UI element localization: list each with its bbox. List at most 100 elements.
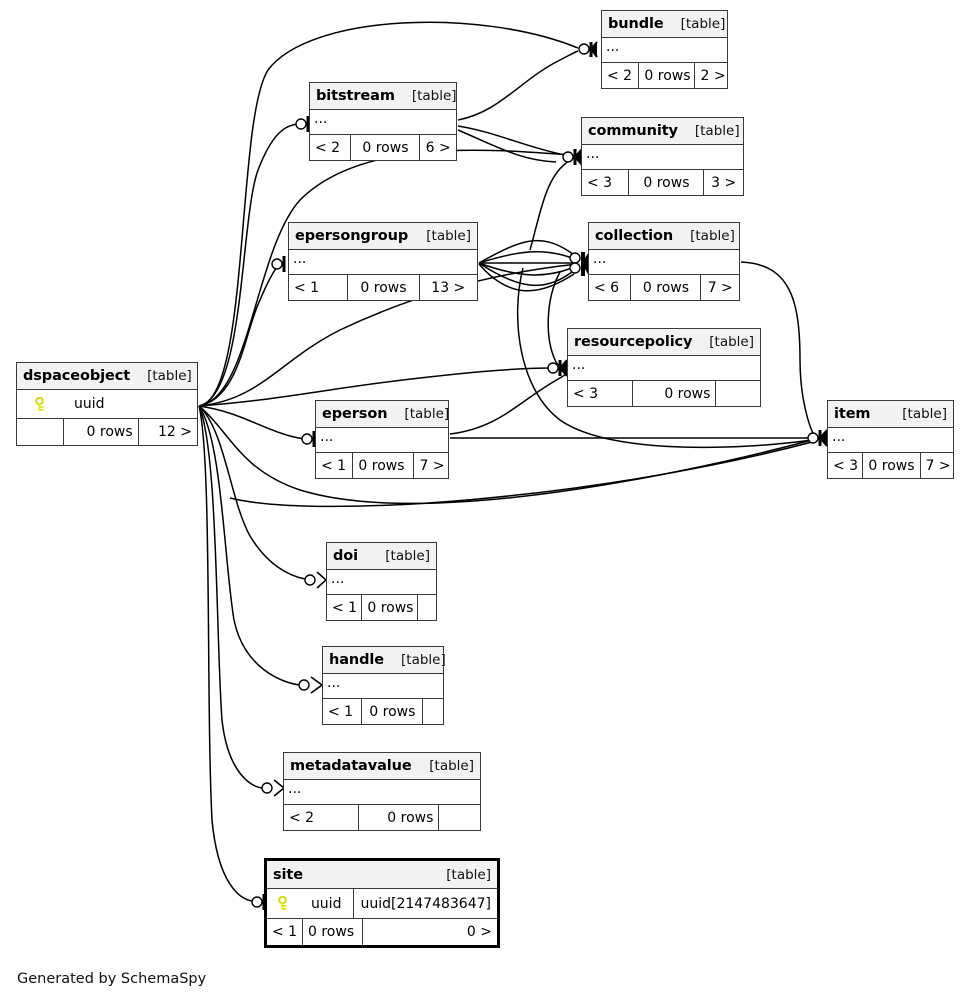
edge-dspaceobject-epersongroup xyxy=(198,263,281,407)
table-header-epersongroup: epersongroup [table] xyxy=(289,223,477,250)
table-type-tag-epersongroup: [table] xyxy=(426,228,471,244)
edge-epersongroup-collection-4 xyxy=(478,262,573,276)
table-header-bitstream: bitstream [table] xyxy=(310,83,457,110)
footer-cell-item-2: 7 > xyxy=(925,457,951,474)
edge-bitstream-collection xyxy=(457,129,557,163)
table-body-eperson: ... xyxy=(316,428,448,453)
footer-cell-site-0: < 1 xyxy=(267,919,303,945)
table-name-bitstream: bitstream xyxy=(316,88,395,104)
footer-cell-epersongroup-1: 0 rows xyxy=(348,275,420,300)
table-type-tag-eperson: [table] xyxy=(404,406,450,422)
table-type-tag-community: [table] xyxy=(694,123,740,139)
table-name-epersongroup: epersongroup xyxy=(295,228,409,244)
collapsed-columns-ellipsis-item: ... xyxy=(832,429,846,445)
edge-dspaceobject-bundle xyxy=(198,21,579,407)
footer-cell-item-1: 0 rows xyxy=(863,453,921,478)
footer-cell-bitstream-0: < 2 xyxy=(310,135,352,160)
footer-cell-eperson-2: 7 > xyxy=(419,457,445,474)
edge-collection-resourcepolicy xyxy=(547,271,563,369)
generated-by-note: Generated by SchemaSpy xyxy=(17,971,207,987)
footer-cell-doi-0: < 1 xyxy=(327,595,363,620)
table-body-handle: ... xyxy=(323,674,443,699)
footer-cell-bundle-0: < 2 xyxy=(602,63,640,88)
edge-dspaceobject-handle xyxy=(198,405,301,686)
table-header-community: community[table] xyxy=(582,118,743,145)
table-name-eperson: eperson xyxy=(322,406,388,422)
collapsed-columns-ellipsis-eperson: ... xyxy=(320,429,334,445)
table-name-collection: collection xyxy=(595,228,674,244)
footer-cell-community-1: 0 rows xyxy=(629,170,705,195)
table-header-doi: doi [table] xyxy=(327,543,436,570)
table-type-tag-site: [table] xyxy=(446,866,491,883)
edge-dspaceobject-site xyxy=(198,405,253,902)
table-body-doi: ... xyxy=(327,570,436,595)
collapsed-columns-ellipsis-doi: ... xyxy=(331,571,345,587)
table-name-item: item xyxy=(834,406,871,422)
footer-cell-resourcepolicy-0: < 3 xyxy=(568,381,634,406)
edge-dspaceobject-metadatavalue xyxy=(198,405,263,789)
table-type-tag-resourcepolicy: [table] xyxy=(709,334,754,350)
table-body-bitstream: ... xyxy=(310,110,456,135)
table-type-tag-collection: [table] xyxy=(690,228,735,244)
edge-dspaceobject-doi xyxy=(198,405,306,580)
collapsed-columns-ellipsis-bitstream: ... xyxy=(314,111,328,127)
table-header-handle: handle[table] xyxy=(323,647,446,674)
collapsed-columns-ellipsis-bundle: ... xyxy=(606,39,620,55)
table-header-dspaceobject: dspaceobject[table] xyxy=(17,363,197,390)
footer-cell-bundle-2: 2 > xyxy=(700,67,726,84)
footer-cell-metadatavalue-1: 0 rows xyxy=(359,805,440,830)
footer-cell-handle-0: < 1 xyxy=(323,699,363,724)
footer-cell-doi-2 xyxy=(418,595,436,620)
footer-cell-handle-2 xyxy=(423,699,443,724)
table-body-dspaceobject: uuid xyxy=(17,390,197,419)
table-type-tag-bitstream: [table] xyxy=(411,88,457,104)
edge-epersongroup-collection-6 xyxy=(478,263,575,292)
footer-cell-bitstream-2: 6 > xyxy=(425,139,451,156)
column-datatype-site: uuid[2147483647] xyxy=(353,889,497,918)
footer-cell-doi-1: 0 rows xyxy=(362,595,419,620)
table-header-item: item[table] xyxy=(828,401,953,428)
footer-cell-metadatavalue-0: < 2 xyxy=(284,805,360,830)
collapsed-columns-ellipsis-resourcepolicy: ... xyxy=(572,357,586,373)
edge-epersongroup-collection-5 xyxy=(478,262,573,287)
footer-cell-community-2: 3 > xyxy=(711,174,737,191)
collapsed-columns-ellipsis-epersongroup: ... xyxy=(293,251,307,267)
table-body-bundle: ... xyxy=(602,38,727,63)
footer-cell-dspaceobject-1: 0 rows xyxy=(64,419,139,445)
footer-cell-epersongroup-0: < 1 xyxy=(289,275,349,300)
footer-cell-handle-1: 0 rows xyxy=(362,699,424,724)
footer-cell-metadatavalue-2 xyxy=(439,805,480,830)
footer-cell-dspaceobject-0 xyxy=(17,419,65,445)
edge-dspaceobject-eperson xyxy=(198,405,307,440)
table-type-tag-doi: [table] xyxy=(385,548,430,564)
footer-cell-site-2: 0 > xyxy=(466,924,492,940)
table-type-tag-dspaceobject: [table] xyxy=(147,368,192,384)
collapsed-columns-ellipsis-metadatavalue: ... xyxy=(288,781,302,797)
table-header-metadatavalue: metadatavalue[table] xyxy=(284,753,480,780)
footer-cell-site-1: 0 rows xyxy=(303,919,363,945)
table-name-doi: doi xyxy=(333,548,359,564)
footer-cell-item-0: < 3 xyxy=(828,453,864,478)
footer-cell-bitstream-1: 0 rows xyxy=(351,135,421,160)
